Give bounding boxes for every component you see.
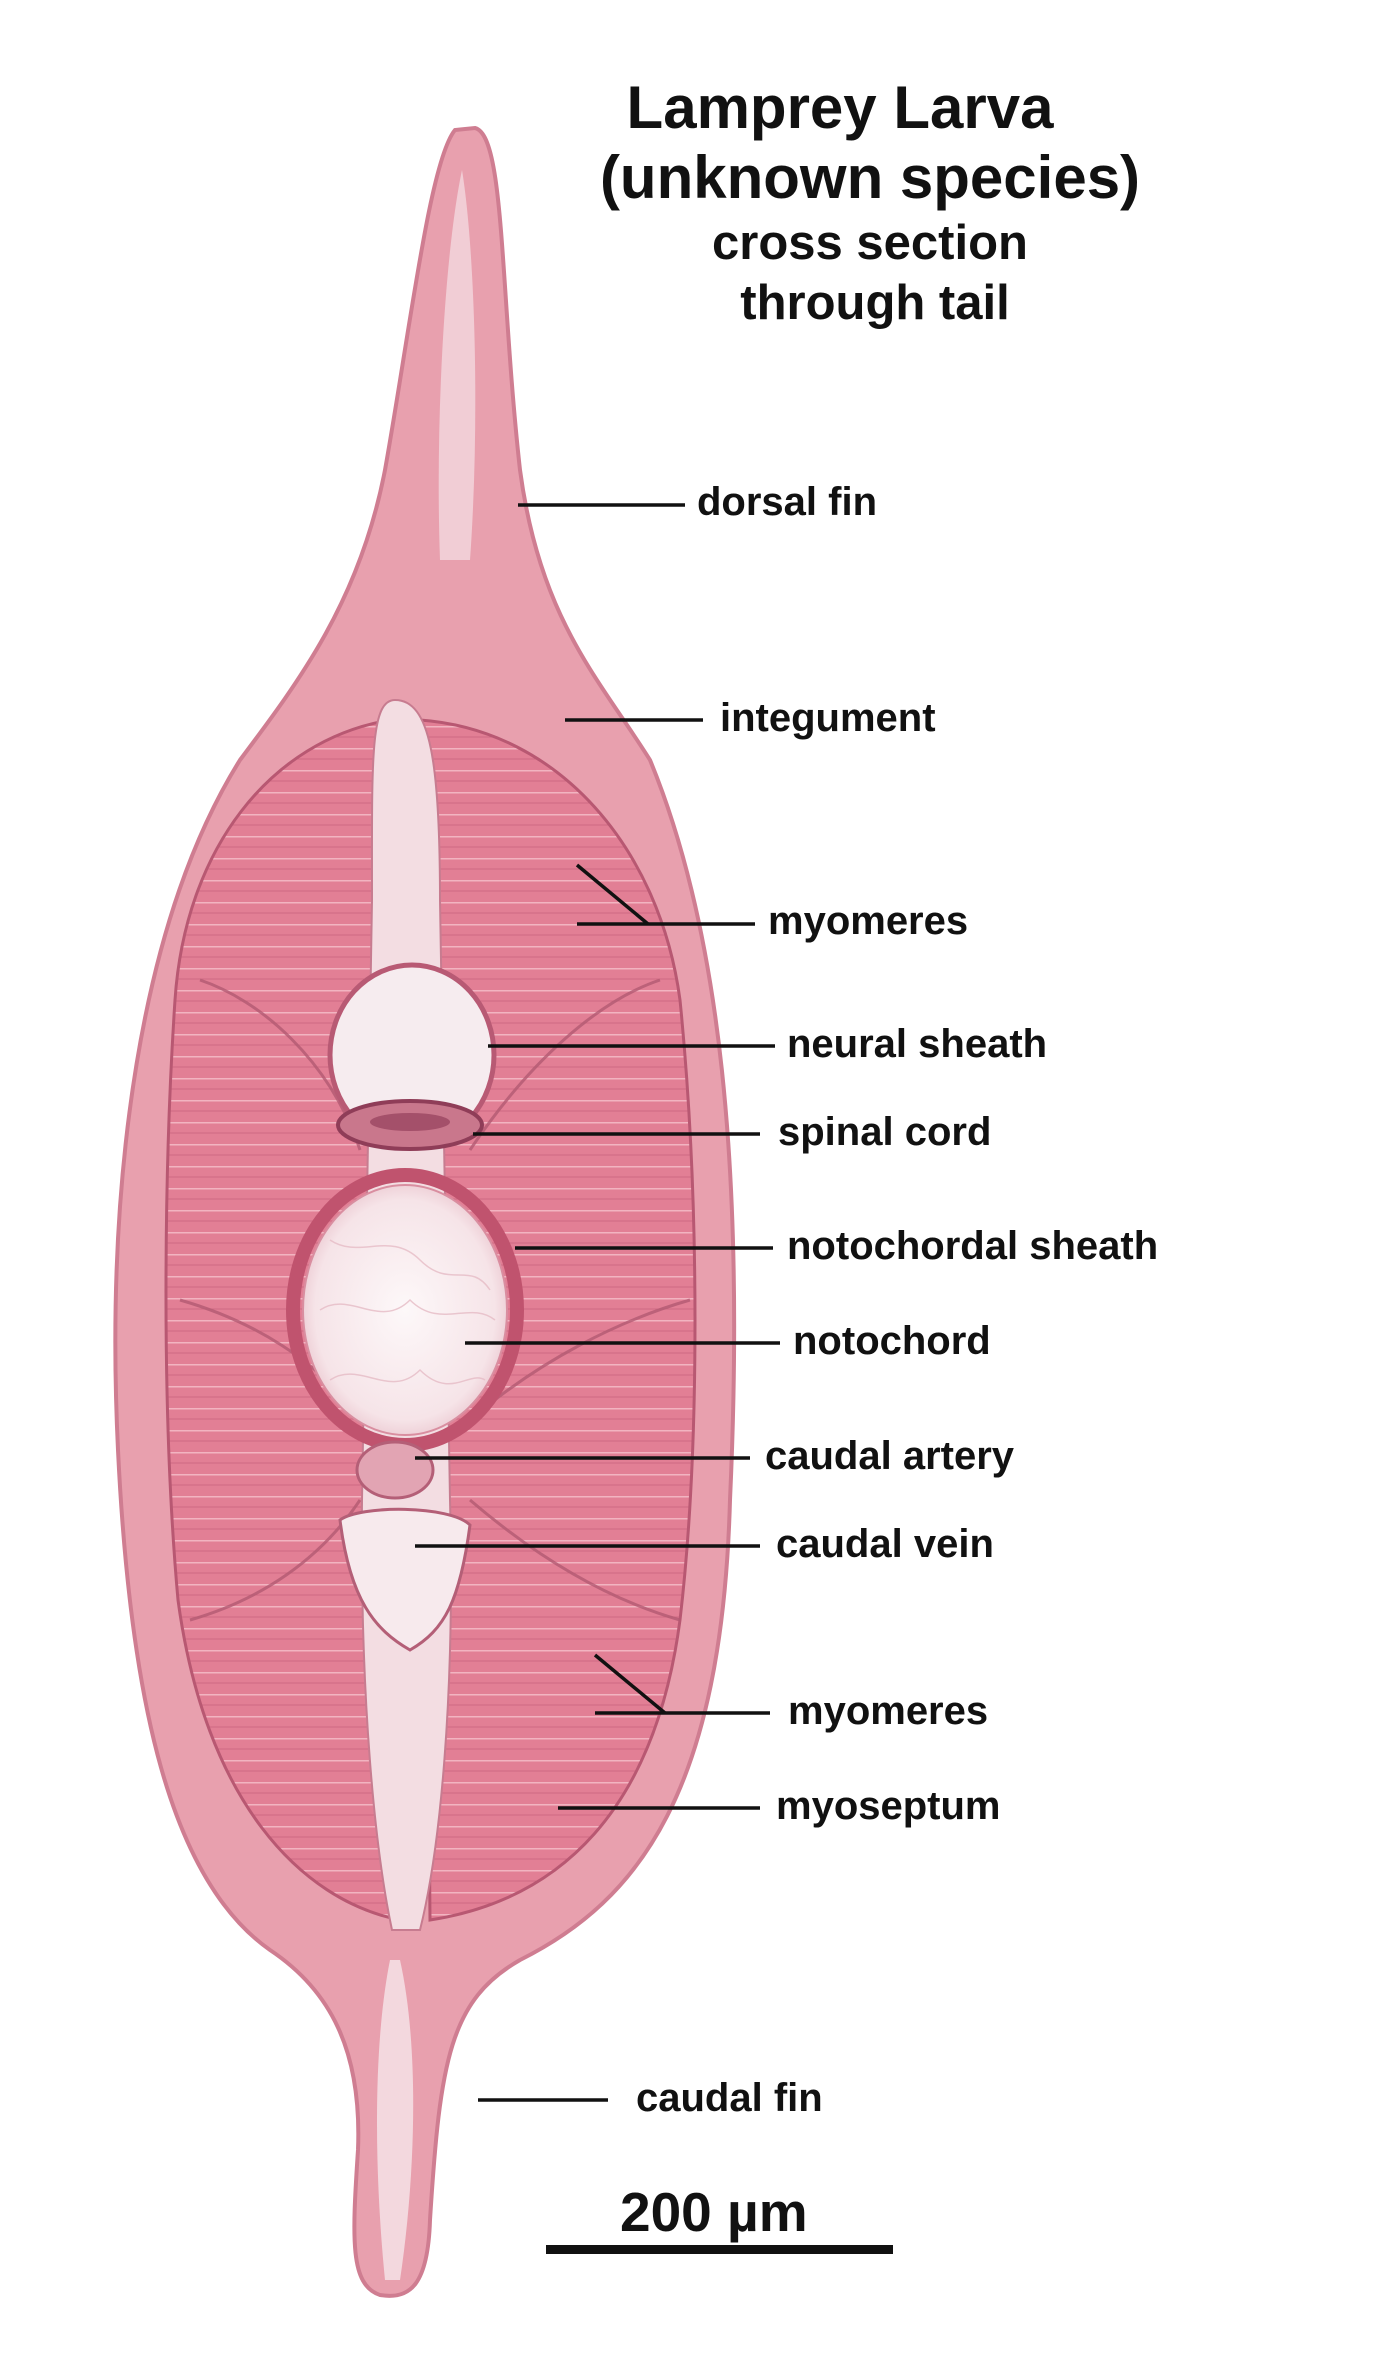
figure-subtitle-line-2: through tail (740, 276, 1010, 330)
label-integument: integument (720, 696, 936, 740)
label-dorsal-fin: dorsal fin (697, 480, 878, 524)
label-caudal-vein: caudal vein (776, 1522, 994, 1566)
label-myomeres-lower: myomeres (788, 1689, 989, 1733)
leader-lines (415, 503, 780, 2102)
notochord (302, 1184, 508, 1436)
figure-title-line-1: Lamprey Larva (626, 74, 1054, 141)
figure-title-line-2: (unknown species) (599, 144, 1141, 211)
caudal-artery (355, 1440, 435, 1500)
label-myoseptum: myoseptum (776, 1784, 1001, 1828)
label-notochord: notochord (793, 1319, 991, 1363)
scale-bar (546, 2245, 893, 2254)
figure-subtitle-line-1: cross section (712, 216, 1028, 270)
label-spinal-cord: spinal cord (778, 1110, 992, 1154)
label-notochordal-sheath: notochordal sheath (787, 1224, 1159, 1268)
label-myomeres-upper: myomeres (768, 899, 969, 943)
scale-bar-label: 200 µm (620, 2181, 808, 2243)
label-caudal-fin: caudal fin (636, 2076, 823, 2120)
label-neural-sheath: neural sheath (787, 1022, 1048, 1066)
label-caudal-artery: caudal artery (765, 1434, 1015, 1478)
